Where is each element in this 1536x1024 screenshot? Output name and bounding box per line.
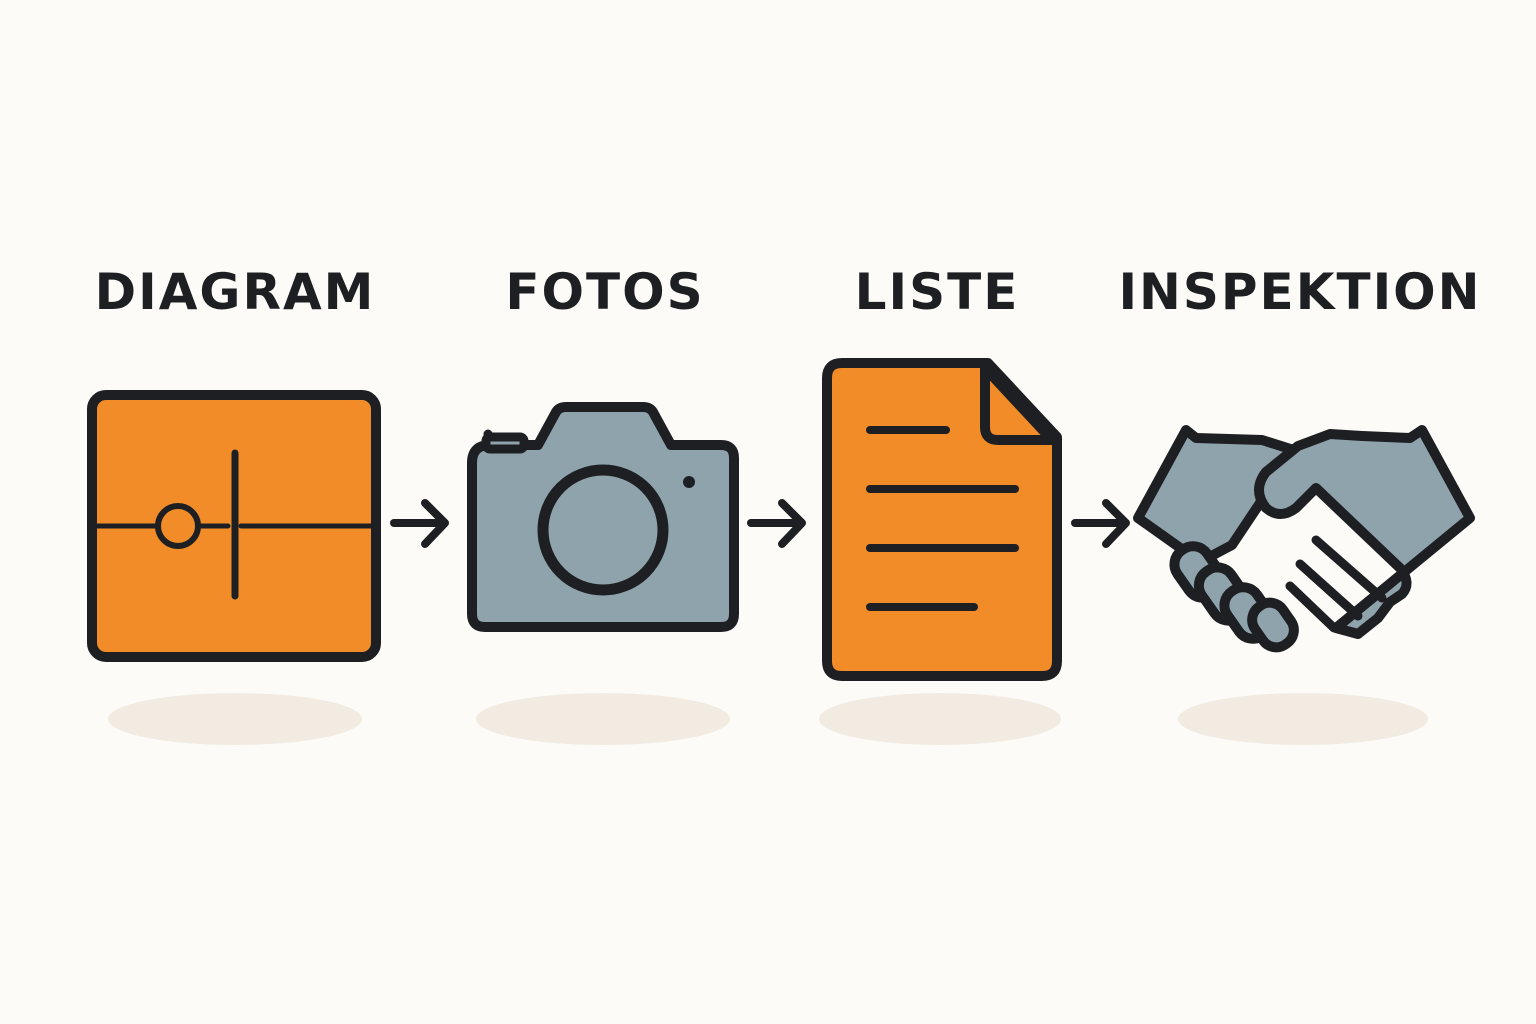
step-label-diagram: DIAGRAM — [94, 263, 376, 321]
arrow-2-icon — [747, 499, 806, 548]
document-icon — [822, 358, 1062, 681]
shadow-inspektion — [1178, 693, 1428, 745]
arrow-1-icon — [390, 499, 449, 548]
step-label-inspektion: INSPEKTION — [1118, 263, 1482, 321]
shadow-liste — [819, 693, 1061, 745]
shadow-diagram — [108, 693, 362, 745]
step-label-liste: LISTE — [854, 263, 1020, 321]
camera-icon — [467, 402, 739, 632]
handshake-icon — [1133, 425, 1475, 653]
shadow-fotos — [476, 693, 730, 745]
step-label-fotos: FOTOS — [505, 263, 705, 321]
diagram-icon — [87, 390, 381, 662]
arrow-3-icon — [1071, 499, 1130, 548]
